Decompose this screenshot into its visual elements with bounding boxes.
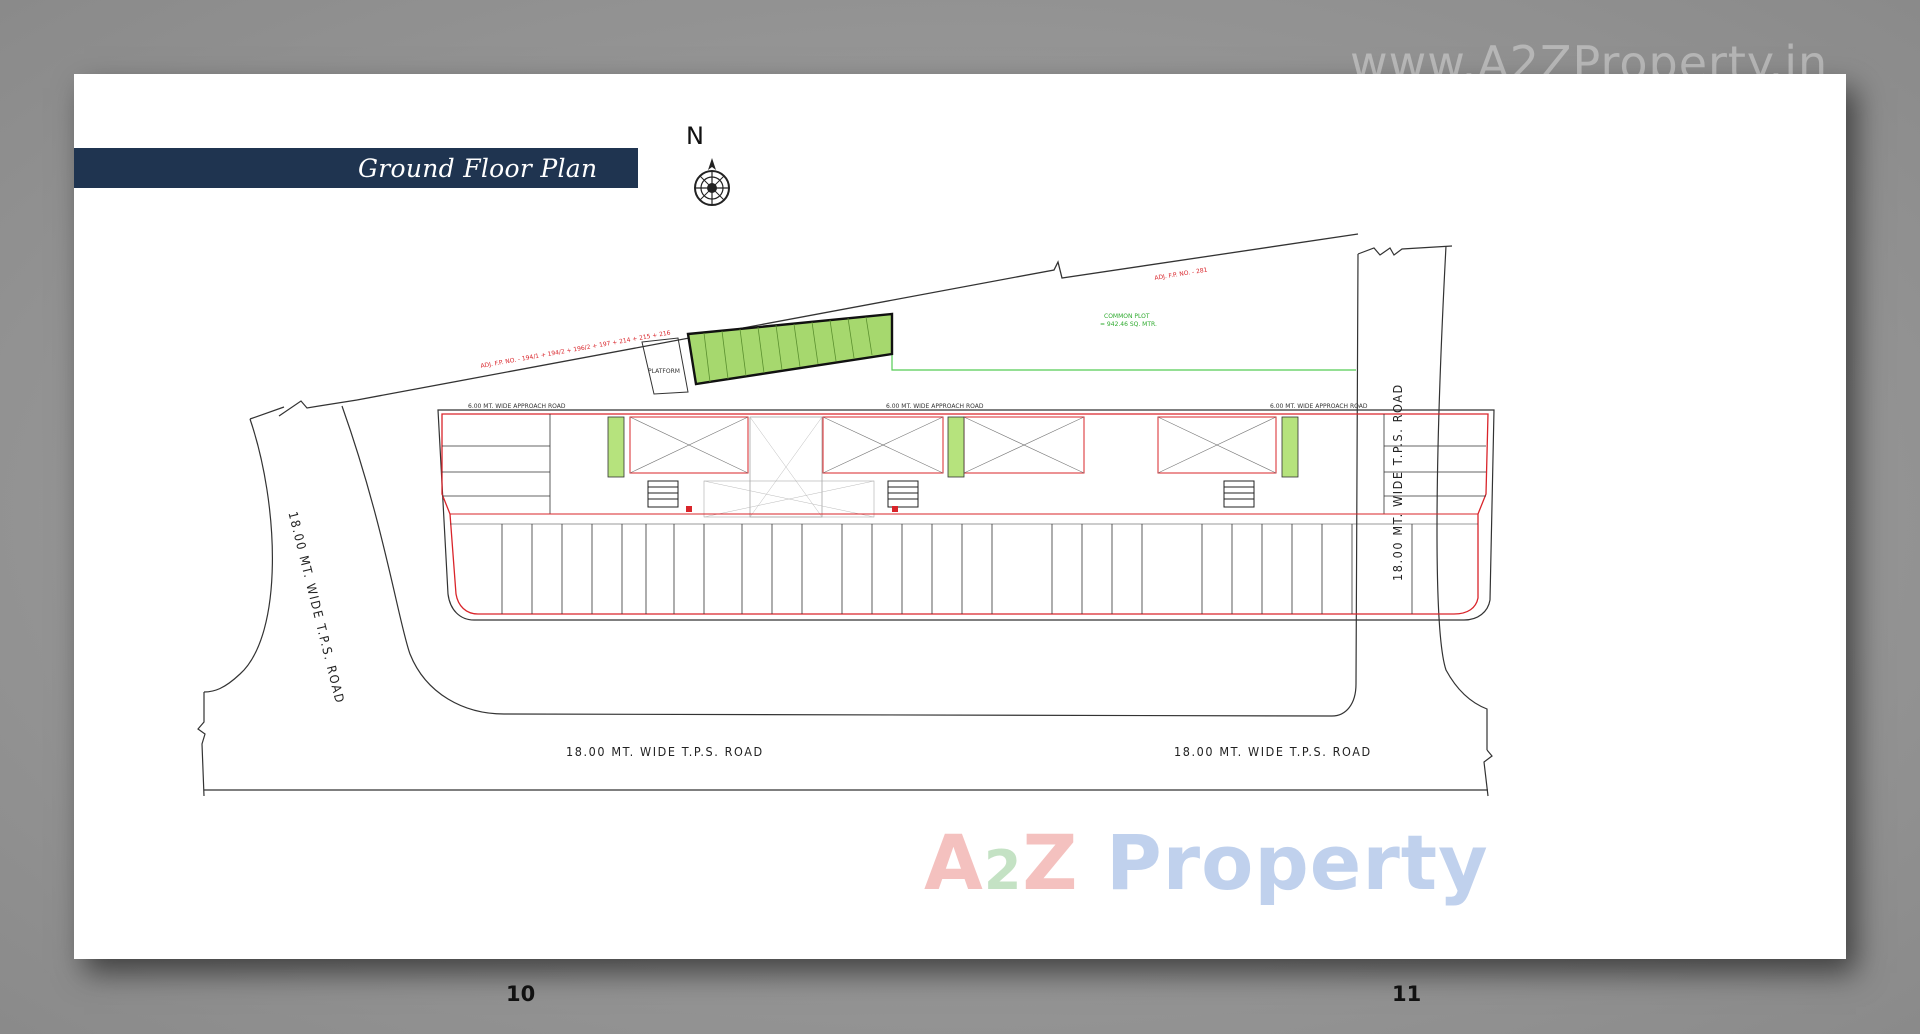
watermark-url: www.A2ZProperty.in xyxy=(1350,36,1829,90)
north-boundary xyxy=(356,233,1359,401)
left-road-outer xyxy=(203,418,273,693)
bottom-road-right-edge xyxy=(1483,749,1493,797)
right-wing-shops xyxy=(1383,414,1486,514)
approach-road-label-2: 6.00 MT. WIDE APPROACH ROAD xyxy=(886,403,984,410)
compass-icon xyxy=(694,158,730,206)
block-c-upper xyxy=(1157,416,1277,474)
right-road-label: 18.00 MT. WIDE T.P.S. ROAD xyxy=(1390,383,1405,581)
ramp-hatch xyxy=(703,316,873,383)
page-number-left: 10 xyxy=(506,982,536,1006)
right-road-top xyxy=(1357,245,1453,256)
approach-road-label-1: 6.00 MT. WIDE APPROACH ROAD xyxy=(468,403,566,410)
logo-property: Property xyxy=(1078,818,1489,907)
staircase-b xyxy=(887,480,919,508)
lift-shaft-b xyxy=(947,416,965,478)
bottom-left-road-label: 18.00 MT. WIDE T.P.S. ROAD xyxy=(566,744,764,759)
lift-shaft-c xyxy=(1281,416,1299,478)
floor-plan-sheet: Ground Floor Plan N xyxy=(74,74,1846,959)
lift-shaft-a xyxy=(607,416,625,478)
common-plot-area: = 942.46 SQ. MTR. xyxy=(1100,321,1157,328)
page-title: Ground Floor Plan xyxy=(358,154,598,183)
bottom-road-top xyxy=(197,692,206,797)
left-road-inner xyxy=(341,253,1359,717)
platform-box xyxy=(641,337,689,395)
common-plot-label: COMMON PLOT xyxy=(1104,313,1150,320)
platform-label: PLATFORM xyxy=(648,368,680,375)
logo-z: Z xyxy=(1022,818,1079,907)
logo-two: 2 xyxy=(983,839,1023,902)
block-b-upper-left xyxy=(822,416,944,474)
central-drive xyxy=(703,480,875,518)
bottom-right-road-label: 18.00 MT. WIDE T.P.S. ROAD xyxy=(1174,744,1372,759)
right-road-outer xyxy=(1436,245,1488,750)
left-wing-shops xyxy=(442,414,551,514)
green-ramp xyxy=(686,312,894,386)
staircase-c xyxy=(1223,480,1255,508)
bottom-shop-partitions xyxy=(501,524,1413,614)
north-label: N xyxy=(686,122,704,150)
approach-road-label-3: 6.00 MT. WIDE APPROACH ROAD xyxy=(1270,403,1368,410)
a2z-logo-watermark: A2Z Property xyxy=(924,818,1489,907)
title-bar xyxy=(74,148,638,188)
site-plan-drawing xyxy=(197,158,1495,797)
building-outline xyxy=(437,409,1495,621)
staircase-a xyxy=(647,480,679,508)
building-red-wall xyxy=(441,413,1489,615)
logo-a: A xyxy=(924,818,984,907)
block-a-upper xyxy=(629,416,749,474)
page-number-right: 11 xyxy=(1392,982,1422,1006)
left-road-edge xyxy=(249,399,358,420)
